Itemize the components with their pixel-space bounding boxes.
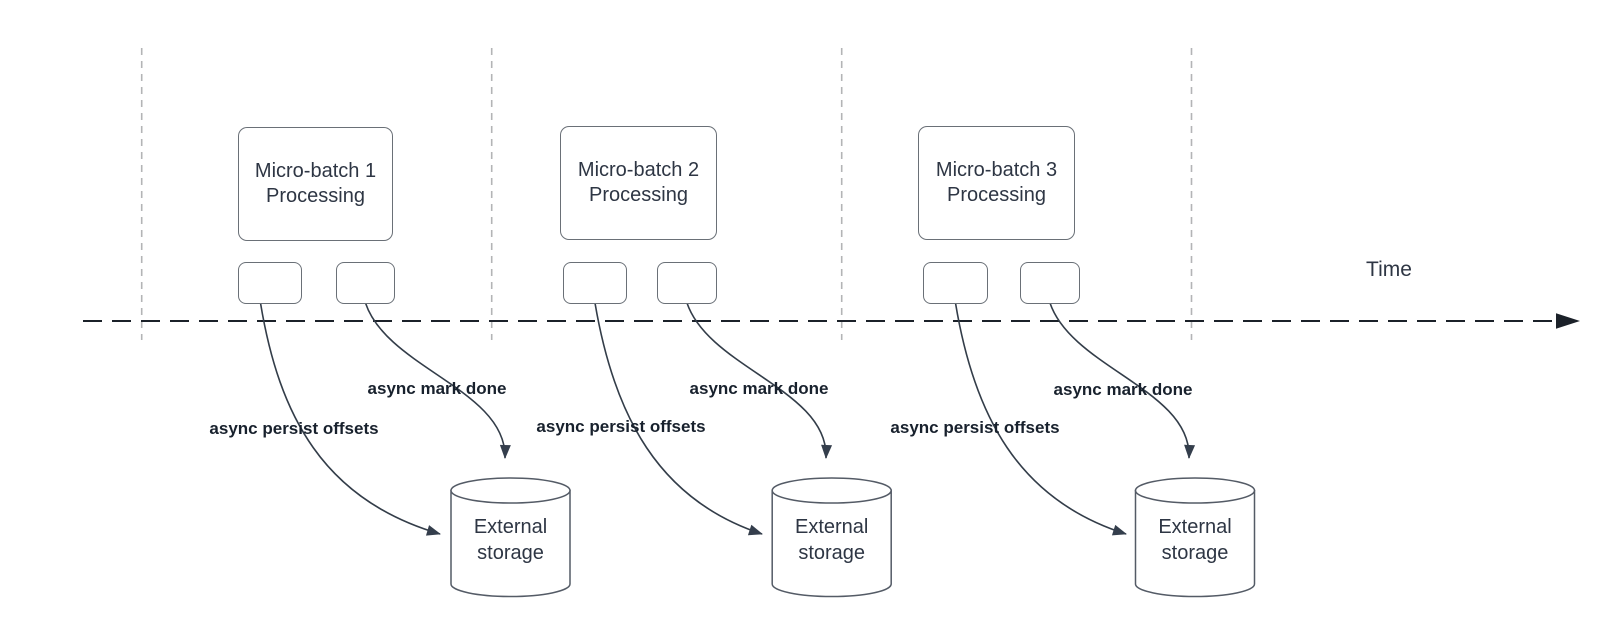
- mark-done-arrow-3: [1049, 302, 1196, 459]
- processing-node-title-line1: Micro-batch 2: [577, 159, 700, 181]
- mark-done-arrow-1: [364, 302, 511, 459]
- persist-offsets-arrow-1: [259, 302, 441, 536]
- done-task-box-3: [1020, 262, 1080, 304]
- processing-node-title-line2: Processing: [589, 184, 688, 206]
- offset-task-box-3: [923, 262, 988, 304]
- processing-node-title-line2: Processing: [266, 185, 365, 207]
- persist-offsets-label-3: async persist offsets: [890, 418, 1060, 437]
- processing-node-title-line2: Processing: [947, 184, 1046, 206]
- processing-node-2: Micro-batch 2 Processing: [560, 126, 717, 240]
- done-task-box-1: [336, 262, 395, 304]
- mark-done-label-3: async mark done: [1053, 380, 1193, 399]
- processing-node-1: Micro-batch 1 Processing: [238, 127, 393, 241]
- time-axis-label: Time: [1366, 258, 1412, 281]
- storage-cylinder-1: [450, 477, 571, 598]
- offset-task-box-2: [563, 262, 627, 304]
- processing-node-3: Micro-batch 3 Processing: [918, 126, 1075, 240]
- mark-done-arrow-2: [686, 302, 833, 459]
- storage-label-3: External storage: [1158, 516, 1232, 564]
- done-task-box-2: [657, 262, 717, 304]
- storage-label-1: External storage: [473, 516, 548, 564]
- mark-done-label-2: async mark done: [689, 379, 829, 398]
- persist-offsets-label-2: async persist offsets: [536, 417, 706, 436]
- processing-node-title-line1: Micro-batch 3: [935, 159, 1058, 181]
- storage-label-2: External storage: [795, 516, 869, 564]
- time-axis-arrowhead: [1556, 313, 1580, 329]
- storage-cylinder-3: [1134, 477, 1256, 598]
- offset-task-box-1: [238, 262, 302, 304]
- mark-done-label-1: async mark done: [367, 379, 507, 398]
- persist-offsets-arrow-3: [954, 302, 1127, 536]
- processing-node-title-line1: Micro-batch 1: [254, 160, 377, 182]
- storage-cylinder-2: [771, 477, 892, 598]
- persist-offsets-arrow-2: [594, 302, 763, 536]
- persist-offsets-label-1: async persist offsets: [209, 419, 379, 438]
